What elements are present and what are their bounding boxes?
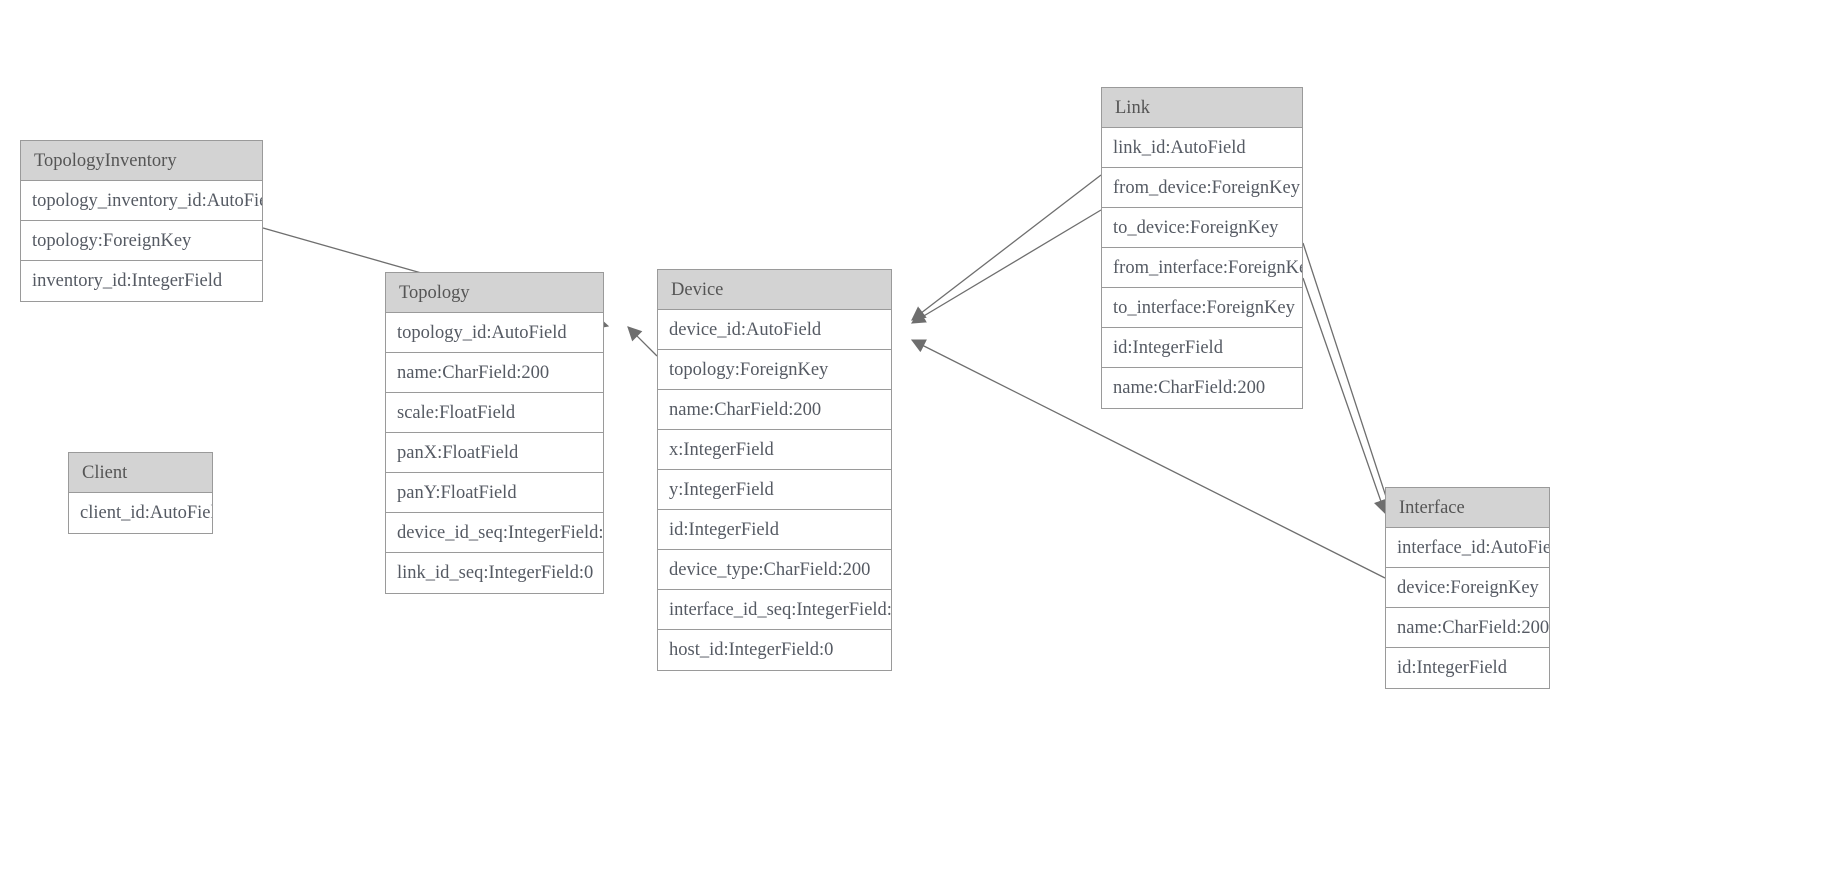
entity-title-client: Client [69, 453, 212, 493]
entity-title-interface: Interface [1386, 488, 1549, 528]
entity-field[interactable]: panX:FloatField [386, 433, 603, 473]
edge-link-to-interface-to-interface [1302, 277, 1388, 515]
entity-field[interactable]: link_id:AutoField [1102, 128, 1302, 168]
entity-field[interactable]: to_device:ForeignKey [1102, 208, 1302, 248]
entity-title-device: Device [658, 270, 891, 310]
entity-field[interactable]: device_id_seq:IntegerField:0 [386, 513, 603, 553]
entity-field[interactable]: interface_id:AutoField [1386, 528, 1549, 568]
entity-field[interactable]: device_type:CharField:200 [658, 550, 891, 590]
entity-field[interactable]: device:ForeignKey [1386, 568, 1549, 608]
entity-field[interactable]: interface_id_seq:IntegerField:0 [658, 590, 891, 630]
entity-field[interactable]: topology:ForeignKey [21, 221, 262, 261]
entity-field[interactable]: host_id:IntegerField:0 [658, 630, 891, 670]
entity-field[interactable]: scale:FloatField [386, 393, 603, 433]
entity-field[interactable]: inventory_id:IntegerField [21, 261, 262, 301]
entity-field[interactable]: id:IntegerField [658, 510, 891, 550]
entity-field[interactable]: topology_id:AutoField [386, 313, 603, 353]
entity-field[interactable]: device_id:AutoField [658, 310, 891, 350]
entity-title-link: Link [1102, 88, 1302, 128]
entity-title-topology: Topology [386, 273, 603, 313]
entity-field[interactable]: from_device:ForeignKey [1102, 168, 1302, 208]
edge-link-from-device-to-device [911, 174, 1102, 321]
entity-field[interactable]: from_interface:ForeignKey [1102, 248, 1302, 288]
entity-field[interactable]: id:IntegerField [1102, 328, 1302, 368]
entity-field[interactable]: name:CharField:200 [386, 353, 603, 393]
entity-field[interactable]: topology:ForeignKey [658, 350, 891, 390]
entity-field[interactable]: name:CharField:200 [1386, 608, 1549, 648]
entity-field[interactable]: id:IntegerField [1386, 648, 1549, 688]
entity-field[interactable]: name:CharField:200 [658, 390, 891, 430]
entity-title-topology-inventory: TopologyInventory [21, 141, 262, 181]
edge-link-from-interface-to-interface [1302, 242, 1395, 517]
entity-field[interactable]: to_interface:ForeignKey [1102, 288, 1302, 328]
entity-field[interactable]: panY:FloatField [386, 473, 603, 513]
edge-link-to-device-to-device [910, 209, 1102, 324]
entity-field[interactable]: topology_inventory_id:AutoField [21, 181, 262, 221]
entity-field[interactable]: name:CharField:200 [1102, 368, 1302, 408]
entity-field[interactable]: client_id:AutoField [69, 493, 212, 533]
entity-field[interactable]: x:IntegerField [658, 430, 891, 470]
entity-field[interactable]: y:IntegerField [658, 470, 891, 510]
edge-device-to-topology [627, 326, 658, 357]
entity-field[interactable]: link_id_seq:IntegerField:0 [386, 553, 603, 593]
